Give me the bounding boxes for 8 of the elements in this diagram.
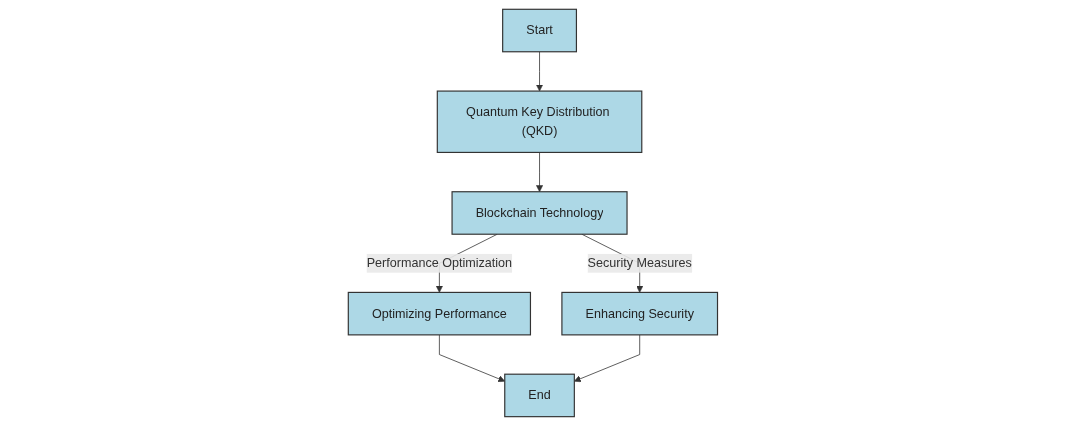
edge-label: Performance Optimization bbox=[366, 256, 512, 270]
node-box: Start bbox=[501, 8, 577, 53]
edge-label: Security Measures bbox=[587, 256, 692, 270]
node-box: Optimizing Performance bbox=[347, 291, 531, 336]
node-box: End bbox=[503, 373, 575, 418]
node-box: Blockchain Technology bbox=[451, 191, 628, 235]
node-box: Enhancing Security bbox=[560, 291, 718, 336]
node-box: Quantum Key Distribution (QKD) bbox=[436, 90, 642, 154]
